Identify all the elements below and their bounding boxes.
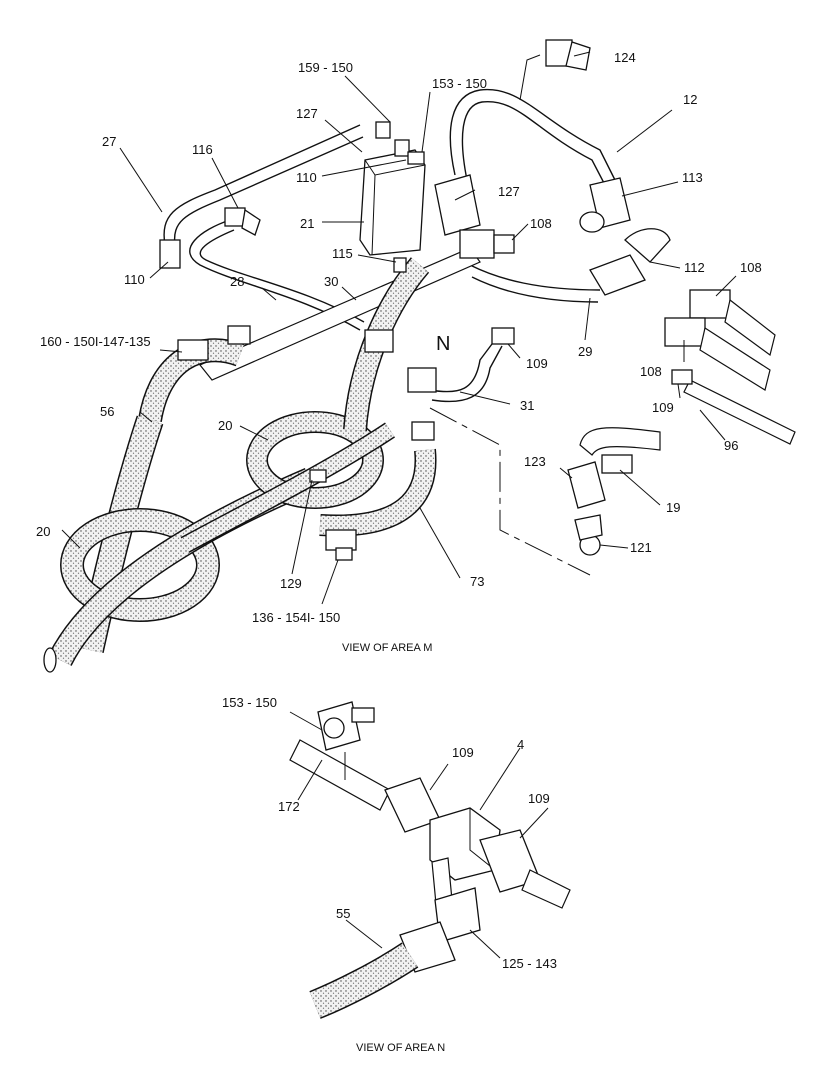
- clip-center: [364, 329, 394, 353]
- label-n-109-left: 109: [452, 745, 474, 760]
- label-116: 116: [192, 142, 213, 157]
- label-27: 27: [102, 134, 116, 149]
- label-108-right-bottom: 108: [640, 364, 662, 379]
- label-160-150-147-135: 160 - 150I-147-135: [40, 334, 151, 349]
- label-153-150: 153 - 150: [432, 76, 487, 91]
- view-m-labels: 159 - 150 153 - 150 124 12 127 27 116 11…: [36, 50, 762, 654]
- tube-30: [199, 247, 481, 381]
- label-121: 121: [630, 540, 652, 555]
- label-21: 21: [300, 216, 314, 231]
- label-20-left: 20: [36, 524, 50, 539]
- label-73: 73: [470, 574, 484, 589]
- tube-to-124: [519, 54, 541, 101]
- view-n-labels: 153 - 150 109 4 109 172 55 125 - 143 VIE…: [222, 695, 557, 1054]
- label-28: 28: [230, 274, 244, 289]
- fitting-109-upper: [491, 327, 515, 345]
- clip-136: [325, 529, 357, 561]
- label-31: 31: [520, 398, 534, 413]
- tube-12: [449, 88, 616, 186]
- fitting-110-left: [159, 239, 181, 269]
- label-110-upper: 110: [296, 170, 317, 185]
- label-129: 129: [280, 576, 302, 591]
- tube-28: [189, 219, 365, 331]
- label-108-right-top: 108: [740, 260, 762, 275]
- fitting-110-upper: [407, 151, 425, 165]
- fitting-108-right: [664, 289, 776, 391]
- hose-55: [309, 942, 419, 1019]
- label-96: 96: [724, 438, 738, 453]
- label-n-109-right: 109: [528, 791, 550, 806]
- fitting-109-right: [671, 369, 693, 385]
- fitting-115: [393, 257, 407, 273]
- label-56: 56: [100, 404, 114, 419]
- view-m-drawing: [43, 39, 796, 673]
- caption-view-n: VIEW OF AREA N: [356, 1042, 445, 1054]
- label-123: 123: [524, 454, 546, 469]
- elbow-113: [579, 177, 631, 233]
- block-123: [567, 454, 633, 509]
- label-n-4: 4: [517, 737, 524, 752]
- view-n-drawing: [289, 701, 571, 1019]
- fitting-159-150: [375, 121, 410, 157]
- tube-172: [289, 739, 391, 811]
- label-127-top: 127: [296, 106, 318, 121]
- fitting-108-center: [459, 229, 515, 259]
- hose-20-right: [180, 411, 395, 553]
- label-19: 19: [666, 500, 680, 515]
- label-n-125-143: 125 - 143: [502, 956, 557, 971]
- callout-n: N: [436, 333, 450, 355]
- label-20-right: 20: [218, 418, 232, 433]
- label-110-left: 110: [124, 272, 145, 287]
- label-109-upper: 109: [526, 356, 548, 371]
- tube-19: [579, 427, 661, 456]
- area-n-reference-line: [429, 407, 591, 576]
- label-113: 113: [682, 170, 703, 185]
- label-109-right: 109: [652, 400, 674, 415]
- clip-129: [309, 469, 327, 483]
- tube-27: [163, 124, 364, 246]
- label-115: 115: [332, 246, 353, 261]
- elbow-127: [434, 174, 481, 236]
- fitting-116: [224, 207, 261, 236]
- tube-96: [683, 379, 796, 445]
- clip-160: [177, 325, 251, 361]
- caption-view-m: VIEW OF AREA M: [342, 642, 432, 654]
- fitting-112: [589, 228, 671, 296]
- label-n-153-150: 153 - 150: [222, 695, 277, 710]
- label-n-172: 172: [278, 799, 300, 814]
- hose-73: [319, 448, 437, 537]
- label-30: 30: [324, 274, 338, 289]
- label-112: 112: [684, 260, 705, 275]
- label-127-mid: 127: [498, 184, 520, 199]
- connector-124: [545, 39, 591, 71]
- label-124: 124: [614, 50, 636, 65]
- label-12: 12: [683, 92, 697, 107]
- tube-29: [469, 264, 601, 303]
- leader-lines-n: [289, 711, 549, 959]
- label-108-center: 108: [530, 216, 552, 231]
- hose-end-lower-left: [43, 647, 57, 673]
- leader-lines-m: [61, 51, 737, 605]
- manifold-block-21: [359, 149, 426, 256]
- label-29: 29: [578, 344, 592, 359]
- fitting-121: [574, 514, 603, 556]
- bracket-153-150: [317, 701, 375, 780]
- label-159-150: 159 - 150: [298, 60, 353, 75]
- label-n-55: 55: [336, 906, 350, 921]
- label-136-154-150: 136 - 154I- 150: [252, 610, 340, 625]
- tube-right-n: [521, 869, 571, 909]
- tee-fitting-n: [407, 367, 437, 441]
